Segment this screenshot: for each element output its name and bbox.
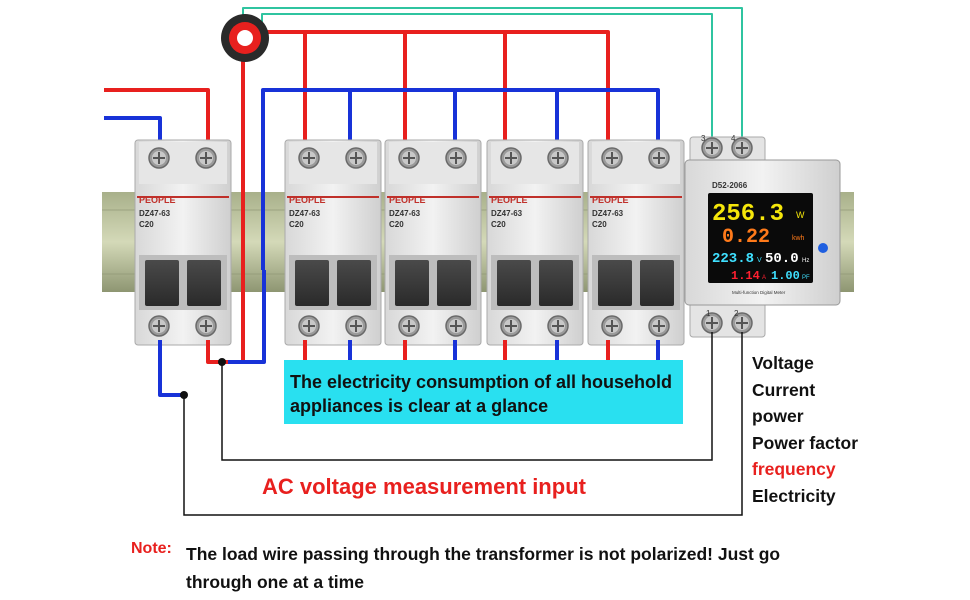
meter-terminal-4: 4 — [731, 134, 736, 143]
breaker-brand: PEOPLE — [491, 195, 528, 205]
breaker-model: DZ47-63 — [139, 209, 171, 218]
voltage-sense-neutral — [183, 332, 743, 516]
ac-voltage-label: AC voltage measurement input — [262, 474, 586, 499]
breaker-model: DZ47-63 — [289, 209, 321, 218]
meter-set-button — [818, 243, 828, 253]
meter-frequency-unit: Hz — [802, 258, 809, 264]
banner-line-2: appliances is clear at a glance — [290, 396, 549, 416]
legend-frequency: frequency — [752, 459, 836, 479]
meter-terminal-3: 3 — [701, 134, 706, 143]
breaker-toggle-left — [598, 260, 632, 306]
breaker-brand: PEOPLE — [139, 195, 176, 205]
banner-line-1: The electricity consumption of all house… — [290, 372, 673, 392]
meter-power-unit: W — [796, 210, 805, 220]
legend-power: power — [752, 406, 804, 426]
legend-voltage: Voltage — [752, 353, 814, 373]
legend-current: Current — [752, 379, 816, 400]
digital-meter: 3 4 1 2 D52-2066 256.3 W 0.22 kwh 223.8 … — [684, 134, 841, 338]
meter-current-value: 1.14 — [731, 269, 760, 283]
current-transformer — [221, 14, 269, 62]
meter-frequency-value: 50.0 — [765, 251, 799, 267]
breaker-brand: PEOPLE — [592, 195, 629, 205]
breaker-rating: C20 — [289, 220, 304, 229]
legend-electricity: Electricity — [752, 485, 836, 506]
meter-energy-unit: kwh — [792, 235, 805, 242]
live-bus-wire — [262, 30, 610, 140]
breaker-toggle-left — [497, 260, 531, 306]
breaker-brand: PEOPLE — [289, 195, 326, 205]
junction-dot-neutral — [180, 391, 188, 399]
breaker-toggle-right — [437, 260, 471, 306]
breaker-model: DZ47-63 — [592, 209, 624, 218]
consumption-banner: The electricity consumption of all house… — [284, 360, 683, 424]
meter-model: D52-2066 — [712, 181, 748, 190]
incoming-neutral-wire — [104, 116, 162, 140]
meter-display — [708, 193, 813, 283]
breaker-model: DZ47-63 — [491, 209, 523, 218]
ct-signal-wire-a — [242, 7, 743, 140]
meter-footer-label: Multi-function Digital Meter — [732, 290, 786, 295]
junction-dot-live — [218, 358, 226, 366]
breaker-model: DZ47-63 — [389, 209, 421, 218]
meter-energy-value: 0.22 — [722, 226, 770, 249]
meter-pf-value: 1.00 — [771, 269, 800, 283]
note-tag: Note: — [131, 540, 172, 557]
breaker-toggle-right — [187, 260, 221, 306]
meter-terminal-2: 2 — [734, 309, 739, 318]
breaker-toggle-left — [395, 260, 429, 306]
breaker-toggle-left — [295, 260, 329, 306]
breaker-toggle-right — [640, 260, 674, 306]
load-wires — [158, 270, 660, 397]
ct-signal-wire-b — [261, 13, 713, 140]
breaker-brand: PEOPLE — [389, 195, 426, 205]
breaker-rating: C20 — [592, 220, 607, 229]
measured-parameters-list: Voltage Current power Power factor frequ… — [752, 350, 858, 509]
breaker-rating: C20 — [139, 220, 154, 229]
meter-terminal-1: 1 — [706, 309, 711, 318]
incoming-live-wire — [104, 88, 210, 140]
meter-voltage-unit: V — [757, 257, 762, 264]
breaker-toggle-left — [145, 260, 179, 306]
voltage-sense-live — [221, 332, 713, 461]
breaker-rating: C20 — [491, 220, 506, 229]
breaker-toggle-right — [539, 260, 573, 306]
legend-power-factor: Power factor — [752, 432, 858, 453]
meter-power-value: 256.3 — [712, 201, 784, 228]
note-text: The load wire passing through the transf… — [186, 544, 781, 592]
neutral-bus-wire — [261, 88, 660, 270]
meter-pf-unit: PF — [802, 275, 810, 281]
meter-voltage-value: 223.8 — [712, 251, 754, 267]
breaker-toggle-right — [337, 260, 371, 306]
measurement-wires — [183, 332, 743, 516]
meter-current-unit: A — [762, 275, 766, 281]
breaker-rating: C20 — [389, 220, 404, 229]
